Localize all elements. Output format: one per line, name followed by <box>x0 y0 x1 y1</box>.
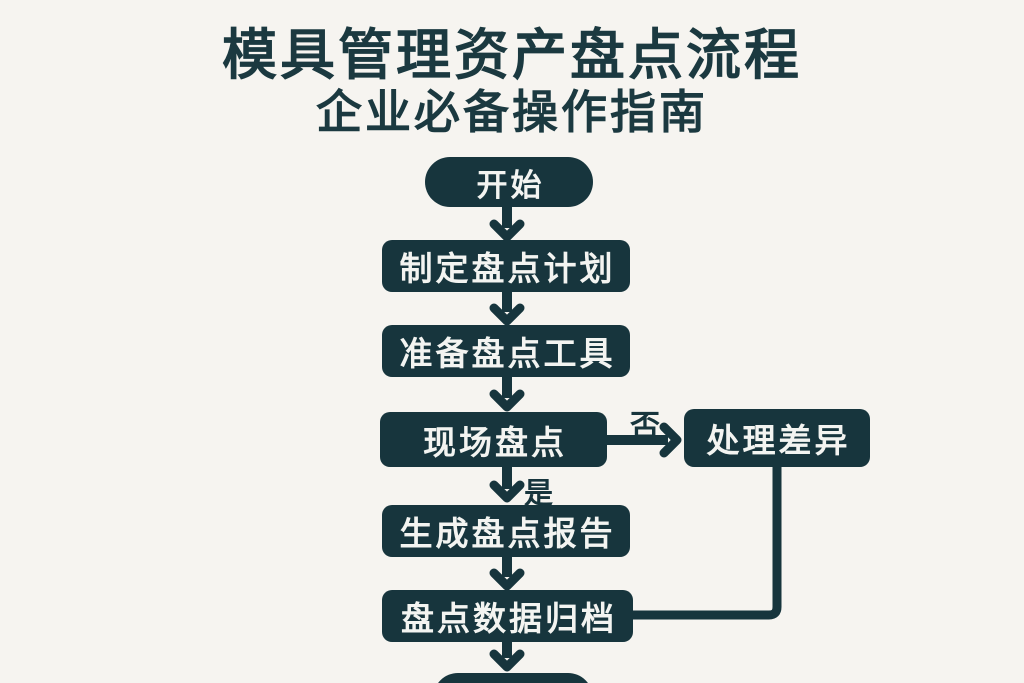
arrow-tools-to-onsite <box>489 375 525 412</box>
node-handle-discrepancies: 处理差异 <box>684 409 870 467</box>
node-end <box>433 673 593 683</box>
node-onsite-label: 现场盘点 <box>423 422 567 462</box>
node-make-inventory-plan: 制定盘点计划 <box>382 240 630 292</box>
arrow-report-to-archive <box>489 555 525 591</box>
connector-diff-to-archive <box>633 467 782 620</box>
node-onsite-inventory: 现场盘点 <box>380 412 607 467</box>
arrow-plan-to-tools <box>489 290 525 326</box>
node-archive-inventory-data: 盘点数据归档 <box>382 590 633 642</box>
arrow-onsite-to-report <box>489 465 525 503</box>
node-tools-label: 准备盘点工具 <box>399 334 616 373</box>
node-archive-label: 盘点数据归档 <box>401 599 617 638</box>
node-report-label: 生成盘点报告 <box>399 514 616 553</box>
arrow-archive-to-end <box>489 640 525 672</box>
node-generate-inventory-report: 生成盘点报告 <box>382 505 630 557</box>
node-diff-label: 处理差异 <box>706 421 851 460</box>
branch-label-no: 否 <box>630 409 660 444</box>
node-prepare-inventory-tools: 准备盘点工具 <box>382 325 630 377</box>
node-plan-label: 制定盘点计划 <box>399 249 616 288</box>
page-subtitle: 企业必备操作指南 <box>316 85 708 139</box>
arrow-start-to-plan <box>489 205 525 242</box>
node-start-label: 开始 <box>476 167 545 204</box>
node-start: 开始 <box>425 157 593 207</box>
branch-label-yes: 是 <box>524 476 554 510</box>
page-title: 模具管理资产盘点流程 <box>221 23 802 87</box>
